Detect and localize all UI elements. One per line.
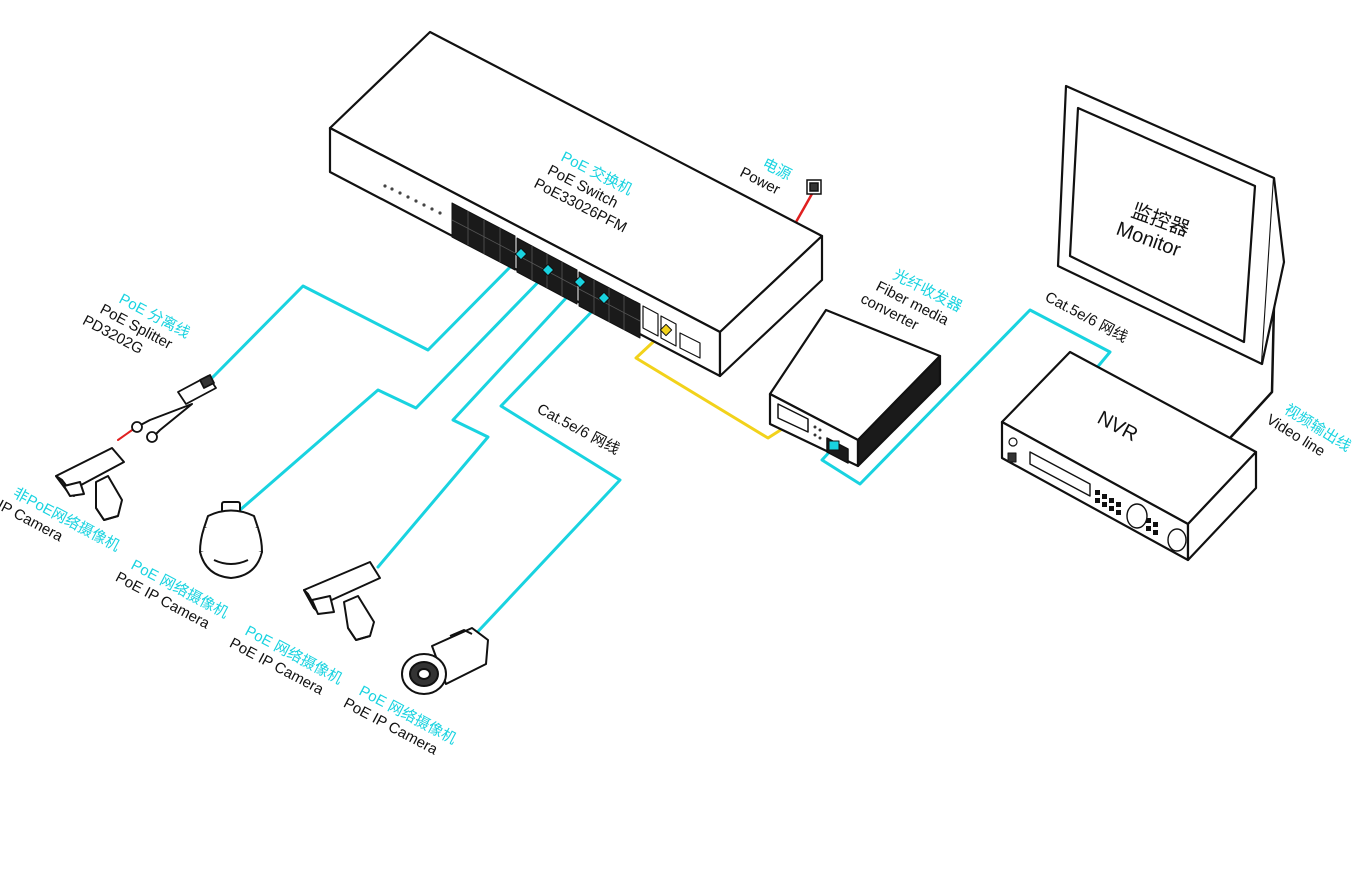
monitor-side <box>1260 177 1286 365</box>
nvr-buttons <box>1095 490 1158 535</box>
cable-label-nvr: Cat.5e/6 网线 <box>1042 289 1130 347</box>
nvr-dial-2 <box>1167 528 1187 552</box>
ip-camera-non-poe <box>55 447 125 521</box>
cable-label-cam: Cat.5e/6 网线 <box>534 401 622 459</box>
nvr-power-button <box>1008 437 1018 447</box>
converter-leds <box>813 425 822 440</box>
poe-splitter <box>131 374 217 443</box>
poe-dome-camera <box>199 501 263 579</box>
power-cable <box>794 190 815 224</box>
monitor-screen <box>1068 106 1257 344</box>
fiber-media-converter <box>768 308 942 468</box>
converter-sfp-port <box>777 403 809 433</box>
cable-switch-to-box-camera <box>376 281 582 569</box>
fiber-switch-to-converter <box>634 328 792 440</box>
nvr-disc-tray <box>1029 451 1091 497</box>
cable-switch-to-dome-camera <box>238 270 550 512</box>
splitter-cables <box>134 403 193 441</box>
poe-box-camera <box>303 561 381 641</box>
switch-sfp-slots <box>642 305 701 359</box>
poe-bullet-camera <box>401 627 489 695</box>
monitor <box>1056 84 1286 366</box>
power-socket <box>806 179 822 195</box>
nvr-side <box>1186 450 1258 562</box>
converter-side <box>856 354 942 468</box>
cable-switch-to-splitter <box>208 253 524 382</box>
switch-side <box>718 234 824 378</box>
switch-leds <box>383 184 442 215</box>
poe-switch <box>328 30 824 378</box>
switch-connectors <box>514 247 673 337</box>
cable-converter-to-nvr <box>820 308 1112 486</box>
nvr <box>1000 350 1258 562</box>
nvr-indicator <box>1007 452 1017 463</box>
cable-switch-to-bullet-camera <box>468 298 622 642</box>
nvr-jog-dial <box>1126 503 1148 529</box>
